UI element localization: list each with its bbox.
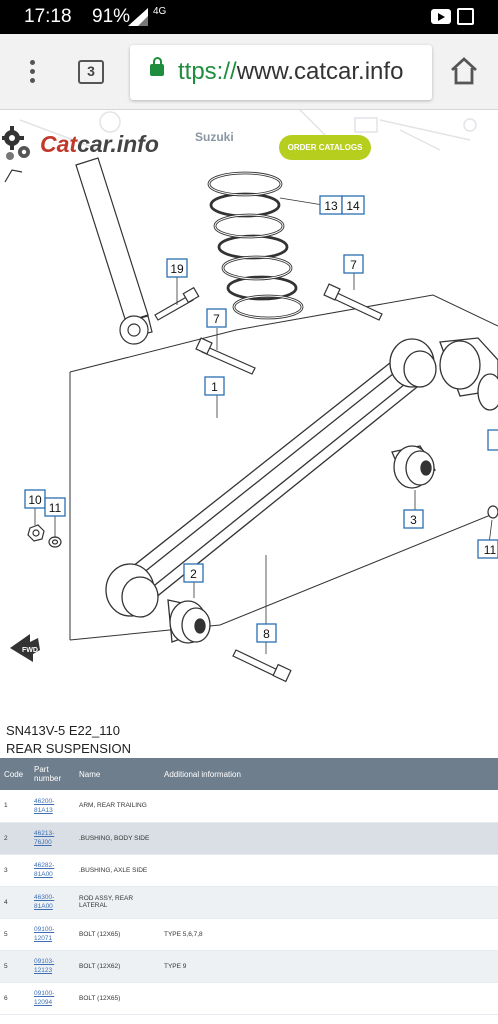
- gallery-notification-icon: [457, 8, 474, 25]
- diagram-title: REAR SUSPENSION: [6, 741, 131, 756]
- svg-text:11: 11: [49, 501, 62, 515]
- callout-8: 8: [256, 623, 277, 643]
- svg-text:FWD: FWD: [22, 647, 38, 654]
- table-row[interactable]: 3 46282-81A00 .BUSHING, AXLE SIDE: [0, 854, 498, 887]
- cell-name: ROD ASSY, REAR LATERAL: [75, 886, 160, 919]
- parts-table: Code Part number Name Additional informa…: [0, 758, 498, 1015]
- svg-text:11: 11: [484, 543, 497, 557]
- cell-code: 1: [0, 790, 30, 823]
- signal-icon: [128, 8, 148, 26]
- fwd-arrow-icon: FWD: [10, 634, 40, 662]
- browser-toolbar: 3 ttps://www.catcar.info: [0, 34, 498, 110]
- header-name: Name: [75, 758, 160, 790]
- svg-text:3: 3: [410, 513, 417, 527]
- cell-info: TYPE 5,6,7,8: [160, 918, 498, 951]
- header-additional-info: Additional information: [160, 758, 498, 790]
- part-number-link[interactable]: 09100-12094: [30, 982, 75, 1015]
- youtube-notification-icon: [431, 9, 451, 24]
- cell-code: 4: [0, 886, 30, 919]
- table-row[interactable]: 4 46300-81A00 ROD ASSY, REAR LATERAL: [0, 886, 498, 919]
- callout-11a: 11: [44, 497, 66, 517]
- cell-name: .BUSHING, AXLE SIDE: [75, 854, 160, 887]
- order-catalogs-button[interactable]: ORDER CATALOGS: [279, 135, 371, 160]
- network-type: 4G: [153, 6, 167, 17]
- cell-code: 5: [0, 950, 30, 983]
- brand-name[interactable]: Suzuki: [195, 130, 234, 144]
- table-row[interactable]: 6 09100-12094 BOLT (12X65): [0, 982, 498, 1015]
- callout-19: 19: [166, 258, 188, 278]
- svg-text:1: 1: [211, 380, 218, 394]
- callout-2: 2: [183, 563, 204, 583]
- callout-3: 3: [403, 509, 424, 529]
- svg-text:8: 8: [263, 627, 270, 641]
- tab-switcher-button[interactable]: 3: [78, 60, 104, 84]
- svg-text:14: 14: [346, 199, 360, 213]
- diagram-code: SN413V-5 E22_110: [6, 723, 120, 738]
- part-number-link[interactable]: 46282-81A00: [30, 854, 75, 887]
- parts-diagram: FWD 1 2 3 7 7 8 10 11 11 13: [4, 110, 498, 683]
- part-number-link[interactable]: 46213-76J00: [30, 822, 75, 855]
- cell-name: BOLT (12X65): [75, 918, 160, 951]
- cell-info: [160, 854, 498, 887]
- home-icon[interactable]: [448, 56, 480, 86]
- callout-11b: 11: [477, 539, 498, 559]
- table-row[interactable]: 1 46200-81A13 ARM, REAR TRAILING: [0, 790, 498, 823]
- table-row[interactable]: 2 46213-76J00 .BUSHING, BODY SIDE: [0, 822, 498, 855]
- overflow-menu-icon[interactable]: [20, 56, 44, 88]
- part-number-link[interactable]: 09100-12071: [30, 918, 75, 951]
- callout-7a: 7: [343, 254, 364, 274]
- table-header-row: Code Part number Name Additional informa…: [0, 758, 498, 790]
- part-number-link[interactable]: 46200-81A13: [30, 790, 75, 823]
- diagram-caption: SN413V-5 E22_110 REAR SUSPENSION: [6, 722, 131, 758]
- cell-name: BOLT (12X65): [75, 982, 160, 1015]
- part-number-link[interactable]: 46300-81A00: [30, 886, 75, 919]
- callout-14: 14: [341, 195, 365, 215]
- header-code: Code: [0, 758, 30, 790]
- cell-code: 5: [0, 918, 30, 951]
- callout-7b: 7: [206, 308, 227, 328]
- cell-info: [160, 790, 498, 823]
- table-row[interactable]: 5 09103-12123 BOLT (12X62) TYPE 9: [0, 950, 498, 983]
- part-number-link[interactable]: 09103-12123: [30, 950, 75, 983]
- cell-info: [160, 822, 498, 855]
- svg-text:7: 7: [213, 312, 220, 326]
- status-bar: 17:18 91% 4G: [0, 0, 498, 34]
- battery-level: 91%: [92, 6, 131, 27]
- cell-info: [160, 982, 498, 1015]
- svg-text:13: 13: [324, 199, 338, 213]
- cell-info: [160, 886, 498, 919]
- gears-icon: [2, 126, 30, 160]
- callout-10: 10: [24, 489, 46, 509]
- cell-name: ARM, REAR TRAILING: [75, 790, 160, 823]
- cell-code: 6: [0, 982, 30, 1015]
- svg-text:2: 2: [190, 567, 197, 581]
- cell-name: .BUSHING, BODY SIDE: [75, 822, 160, 855]
- callout-13: 13: [319, 195, 343, 215]
- cell-info: TYPE 9: [160, 950, 498, 983]
- site-logo[interactable]: Catcar.info: [2, 126, 159, 162]
- cell-code: 3: [0, 854, 30, 887]
- cell-code: 2: [0, 822, 30, 855]
- logo-text: Catcar.info: [40, 130, 159, 157]
- table-row[interactable]: 5 09100-12071 BOLT (12X65) TYPE 5,6,7,8: [0, 918, 498, 951]
- svg-text:19: 19: [170, 262, 184, 276]
- callout-1: 1: [204, 376, 225, 396]
- lock-icon: [150, 57, 164, 76]
- address-bar[interactable]: ttps://www.catcar.info: [130, 45, 432, 100]
- cell-name: BOLT (12X62): [75, 950, 160, 983]
- header-part-number: Part number: [30, 758, 75, 790]
- url-text: ttps://www.catcar.info: [178, 58, 404, 85]
- status-time: 17:18: [24, 6, 72, 27]
- svg-text:7: 7: [350, 258, 357, 272]
- web-page: FWD 1 2 3 7 7 8 10 11 11 13: [0, 110, 498, 1024]
- svg-text:10: 10: [28, 493, 42, 507]
